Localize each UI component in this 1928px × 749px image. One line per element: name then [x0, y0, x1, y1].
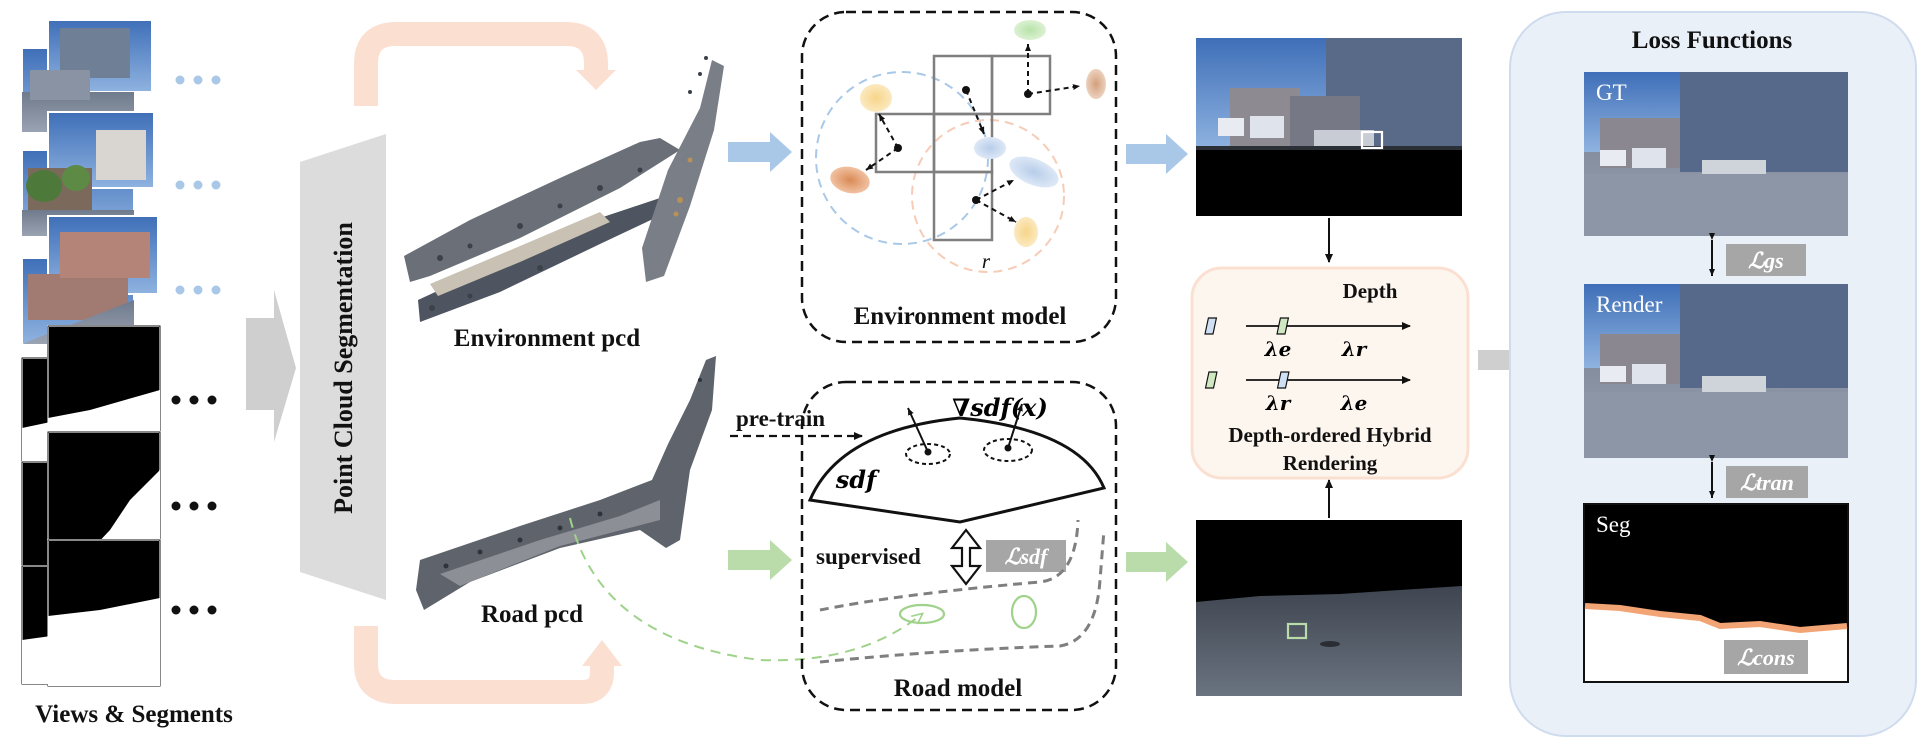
seg-label: Seg [1596, 512, 1631, 537]
loss-functions-title: Loss Functions [1632, 27, 1793, 54]
double-headed-arrow-icon [949, 528, 983, 586]
road-point-to-gaussian-link [569, 517, 922, 662]
gt-image [1584, 72, 1848, 236]
environment-gaussian [860, 84, 892, 112]
sdf-gradient-label: ∇sdf(x) [952, 393, 1048, 422]
depth-axis-label: Depth [1343, 279, 1398, 303]
environment-point-cloud: Environment pcd [404, 56, 724, 352]
environment-render-arrow [1126, 134, 1188, 174]
sdf-loss-label: ℒsdf [1005, 544, 1050, 569]
radius-symbol: r [982, 249, 991, 273]
road-model-panel: ∇sdf(x) sdf supervised ℒsdf Road model [800, 380, 1118, 712]
depth-marker [1276, 317, 1290, 335]
rgb-view-stack [21, 215, 159, 345]
road-model-title: Road model [894, 675, 1023, 702]
road-render-image [1196, 520, 1462, 696]
road-render-arrow [1126, 542, 1188, 582]
hybrid-rendering-panel: Depth λe λr λr λe Depth-ordered Hybrid R… [1190, 266, 1470, 480]
gt-label: GT [1596, 80, 1627, 105]
views-column: Views & Segments [21, 19, 233, 728]
render-image [1584, 284, 1848, 458]
rgb-view-stack [21, 111, 155, 236]
cons-loss-badge [1724, 640, 1808, 674]
environment-render-image [1196, 38, 1462, 216]
environment-pcd-label: Environment pcd [454, 325, 640, 352]
more-views-dots [175, 75, 221, 295]
environment-model-title: Environment model [854, 303, 1067, 330]
sdf-surface-label: sdf [835, 465, 880, 494]
cons-loss-label: ℒcons [1737, 645, 1794, 670]
tran-loss-label: ℒtran [1740, 470, 1794, 495]
views-to-segmentation-arrow [246, 290, 296, 442]
environment-gaussian [830, 166, 870, 194]
environment-gaussian [1014, 20, 1046, 40]
gs-loss-badge [1726, 244, 1806, 276]
environment-gaussian [1014, 217, 1038, 247]
road-pcd-label: Road pcd [481, 601, 583, 628]
render-label: Render [1596, 292, 1663, 317]
road-point-cloud: Road pcd [416, 356, 716, 628]
depth-marker [1276, 371, 1290, 389]
sdf-loss-badge [986, 540, 1066, 572]
environment-gaussian [974, 137, 1006, 159]
lambda-env-label: λe [1340, 391, 1368, 415]
supervised-label: supervised [816, 544, 921, 569]
depth-marker [1204, 317, 1218, 335]
views-caption: Views & Segments [35, 701, 233, 728]
lambda-env-label: λe [1264, 337, 1292, 361]
environment-gaussian [1009, 156, 1059, 188]
loss-functions-panel: Loss Functions GT ℒgs Render [1509, 11, 1917, 737]
environment-input-arrow [728, 132, 792, 172]
more-segments-dots [171, 395, 217, 615]
tran-loss-badge [1726, 466, 1808, 498]
gs-loss-label: ℒgs [1748, 248, 1783, 273]
pretrain-label: pre-train [736, 406, 825, 431]
depth-marker [1204, 371, 1218, 389]
lambda-road-label: λr [1265, 391, 1292, 415]
segmentation-label: Point Cloud Segmentation [329, 222, 358, 514]
segmentation-to-road-flow [354, 626, 622, 704]
environment-model-panel: r Environment model [800, 10, 1118, 344]
road-input-arrow [728, 540, 792, 580]
segment-mask-stack [21, 539, 161, 687]
segmentation-block: Point Cloud Segmentation [300, 134, 386, 600]
environment-gaussian [1086, 69, 1106, 99]
segmentation-to-environment-flow [354, 22, 616, 106]
hybrid-title-line1: Depth-ordered Hybrid [1228, 423, 1432, 447]
lambda-road-label: λr [1341, 337, 1368, 361]
hybrid-title-line2: Rendering [1283, 451, 1378, 475]
